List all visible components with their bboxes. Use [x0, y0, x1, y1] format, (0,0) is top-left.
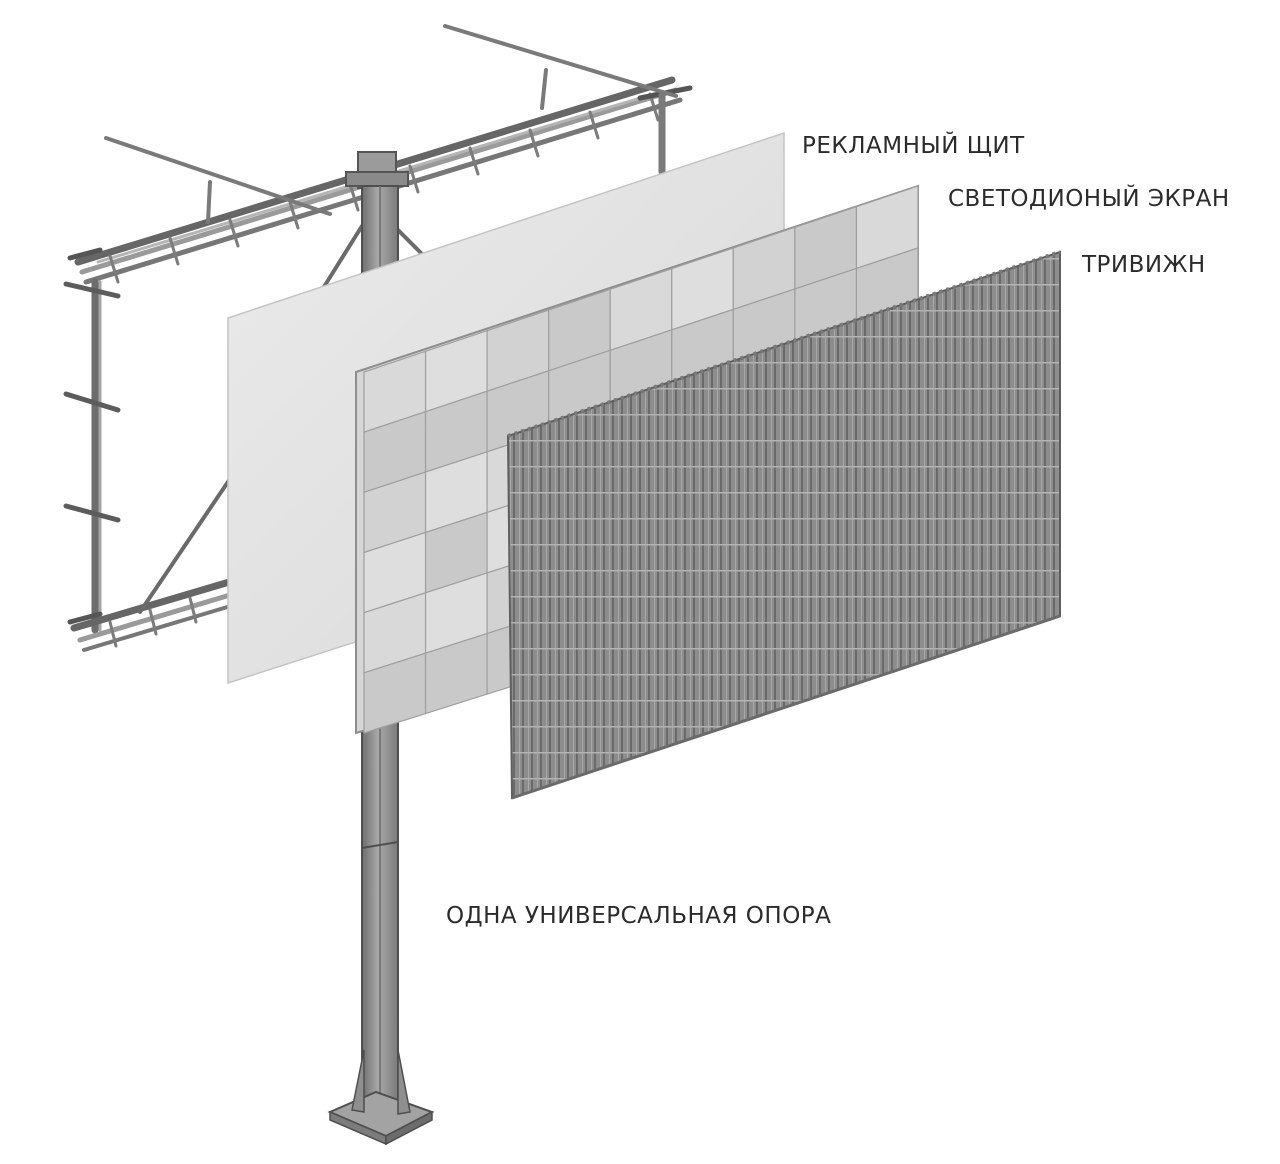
pole-head [345, 151, 409, 189]
bottom-walkway [67, 576, 246, 652]
lamp-arms [104, 24, 678, 224]
trivision-label: ТРИВИЖН [1082, 252, 1206, 278]
trivision-panel [506, 250, 1061, 800]
frame-left-side [63, 278, 121, 634]
led-screen-label: СВЕТОДИОНЫЙ ЭКРАН [948, 186, 1230, 212]
support-label: ОДНА УНИВЕРСАЛЬНАЯ ОПОРА [446, 903, 832, 929]
steel-frame [63, 24, 693, 652]
billboard-label: РЕКЛАМНЫЙ ЩИТ [802, 133, 1025, 159]
